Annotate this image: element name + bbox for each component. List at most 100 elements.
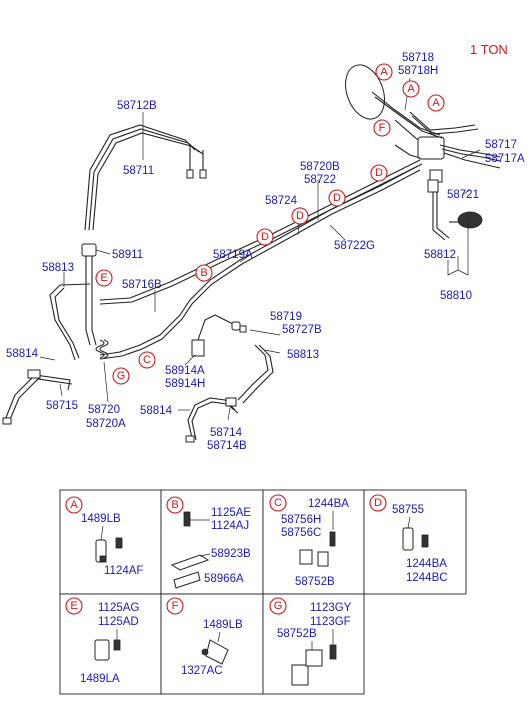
callout-e-1: E bbox=[95, 269, 113, 287]
label-1244BC: 1244BC bbox=[406, 572, 448, 584]
label-58719A: 58719A bbox=[213, 249, 253, 261]
bracket-58914A bbox=[191, 339, 205, 357]
clip-58756 bbox=[299, 549, 313, 565]
callout-d-2: D bbox=[328, 189, 346, 207]
detail-g: G 1123GY 1123GF 58752B bbox=[269, 597, 352, 686]
label-58812: 58812 bbox=[424, 249, 456, 261]
svg-text:D: D bbox=[375, 167, 383, 179]
label-58752B-g: 58752B bbox=[277, 628, 317, 640]
label-58914A: 58914A bbox=[165, 365, 205, 377]
junction-58911 bbox=[81, 243, 97, 257]
hose-fitting bbox=[457, 211, 483, 229]
callout-a-3: A bbox=[427, 94, 445, 112]
callout-c-1: C bbox=[138, 351, 156, 369]
label-58716B: 58716B bbox=[122, 279, 162, 291]
label-58813-right: 58813 bbox=[287, 349, 319, 361]
svg-text:A: A bbox=[380, 66, 388, 78]
svg-text:A: A bbox=[432, 97, 440, 109]
label-58718: 58718 bbox=[402, 52, 434, 64]
label-58717A: 58717A bbox=[485, 153, 525, 165]
detail-b: B 1125AE 1124AJ 58923B 58966A bbox=[166, 496, 251, 589]
svg-text:E: E bbox=[70, 600, 77, 612]
svg-text:B: B bbox=[200, 267, 207, 279]
svg-text:G: G bbox=[274, 600, 283, 612]
label-58715: 58715 bbox=[46, 400, 78, 412]
clip-58966A bbox=[173, 571, 201, 589]
clip-58752B-c bbox=[317, 551, 329, 567]
label-58966A: 58966A bbox=[204, 573, 244, 585]
label-58752B-c: 58752B bbox=[295, 576, 335, 588]
label-58722G: 58722G bbox=[334, 240, 375, 252]
label-1489LB-f: 1489LB bbox=[203, 619, 243, 631]
callout-d-4: D bbox=[256, 228, 274, 246]
main-callouts: A A A F D D D D B E C G bbox=[95, 63, 445, 385]
label-1124AJ: 1124AJ bbox=[211, 520, 249, 532]
label-1327AC: 1327AC bbox=[181, 665, 223, 677]
detail-grid: A 1489LB 1124AF B 1125AE 1124AJ 58923B 5… bbox=[59, 489, 467, 695]
label-58814-mid: 58814 bbox=[140, 405, 173, 417]
label-58721: 58721 bbox=[447, 189, 479, 201]
callout-d-1: D bbox=[370, 164, 388, 182]
hose-bracket bbox=[427, 179, 439, 193]
label-1125AG: 1125AG bbox=[98, 602, 139, 614]
label-58712B: 58712B bbox=[117, 100, 157, 112]
label-1244BA-d: 1244BA bbox=[406, 558, 447, 570]
label-58711: 58711 bbox=[123, 165, 154, 177]
label-58727B: 58727B bbox=[282, 324, 322, 336]
detail-c: C 1244BA 58756H 58756C 58752B bbox=[269, 494, 349, 588]
label-58719: 58719 bbox=[270, 311, 302, 323]
svg-text:E: E bbox=[100, 272, 107, 284]
master-cylinder bbox=[417, 136, 445, 160]
clip-1489LA bbox=[94, 639, 110, 661]
callout-f-1: F bbox=[373, 119, 391, 137]
label-58722: 58722 bbox=[304, 174, 336, 186]
callout-a-2: A bbox=[402, 80, 420, 98]
label-58813-left: 58813 bbox=[42, 262, 74, 274]
label-1125AD: 1125AD bbox=[98, 616, 139, 628]
label-1244BA-c: 1244BA bbox=[308, 498, 349, 510]
main-part-labels: 58718 58718H 58712B 58711 58717 58717A 5… bbox=[6, 52, 525, 452]
label-58720A: 58720A bbox=[86, 418, 126, 430]
bracket-58923B bbox=[170, 554, 210, 571]
label-58814-left: 58814 bbox=[6, 348, 39, 360]
brake-pipes-drawing bbox=[2, 64, 501, 443]
clip-58755 bbox=[402, 527, 414, 551]
callout-b-1: B bbox=[195, 264, 213, 282]
label-58756C: 58756C bbox=[281, 527, 321, 539]
label-58914H: 58914H bbox=[165, 378, 205, 390]
label-58720B: 58720B bbox=[300, 161, 340, 173]
label-58756H: 58756H bbox=[281, 514, 321, 526]
brake-booster bbox=[345, 64, 385, 120]
callout-g-1: G bbox=[112, 367, 130, 385]
label-1124AF: 1124AF bbox=[104, 565, 143, 577]
label-58911: 58911 bbox=[112, 249, 143, 261]
detail-d: D 58755 1244BA 1244BC bbox=[369, 494, 448, 584]
label-58755: 58755 bbox=[392, 504, 424, 516]
clip-58752B-g bbox=[291, 664, 309, 686]
svg-text:C: C bbox=[274, 497, 282, 509]
svg-text:D: D bbox=[374, 497, 382, 509]
svg-text:F: F bbox=[379, 122, 386, 134]
detail-a: A 1489LB 1124AF bbox=[65, 496, 143, 577]
detail-f: F 1489LB 1327AC bbox=[166, 597, 243, 677]
label-58717: 58717 bbox=[485, 139, 517, 151]
svg-text:A: A bbox=[407, 83, 415, 95]
svg-text:C: C bbox=[143, 354, 151, 366]
svg-text:G: G bbox=[117, 370, 126, 382]
label-58714B: 58714B bbox=[207, 440, 247, 452]
label-1125AE: 1125AE bbox=[211, 507, 251, 519]
callout-d-3: D bbox=[291, 207, 309, 225]
label-1489LB-a: 1489LB bbox=[81, 513, 121, 525]
label-1123GY: 1123GY bbox=[310, 602, 352, 614]
label-1489LA: 1489LA bbox=[80, 673, 120, 685]
detail-e: E 1125AG 1125AD 1489LA bbox=[65, 597, 139, 685]
svg-text:D: D bbox=[261, 231, 269, 243]
label-58724: 58724 bbox=[265, 195, 298, 207]
label-58714: 58714 bbox=[210, 427, 243, 439]
svg-text:F: F bbox=[172, 600, 179, 612]
callout-a-1: A bbox=[375, 63, 393, 81]
svg-text:B: B bbox=[171, 499, 178, 511]
label-58718H: 58718H bbox=[398, 65, 438, 77]
svg-text:A: A bbox=[70, 499, 78, 511]
